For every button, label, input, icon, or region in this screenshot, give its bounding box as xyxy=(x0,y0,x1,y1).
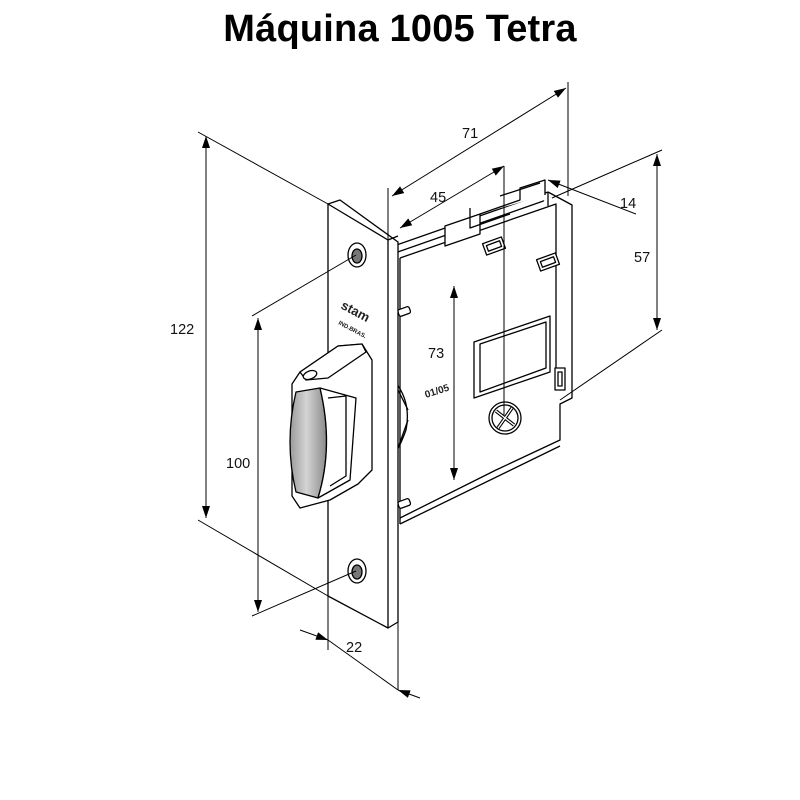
latch-bolt xyxy=(289,343,373,509)
dim-label-122: 122 xyxy=(170,322,194,338)
dim-label-45: 45 xyxy=(430,190,446,206)
dim-label-57: 57 xyxy=(634,250,650,266)
dim-label-73: 73 xyxy=(428,346,444,362)
code-marking: 01/05 xyxy=(424,383,452,401)
dim-label-22: 22 xyxy=(346,640,362,656)
dim-label-71: 71 xyxy=(462,126,478,142)
screw xyxy=(488,401,522,435)
page-title: Máquina 1005 Tetra xyxy=(223,8,577,50)
dimension-lines xyxy=(197,82,663,699)
lock-case xyxy=(387,179,573,525)
dim-label-100: 100 xyxy=(226,456,250,472)
dim-label-14: 14 xyxy=(620,196,636,212)
